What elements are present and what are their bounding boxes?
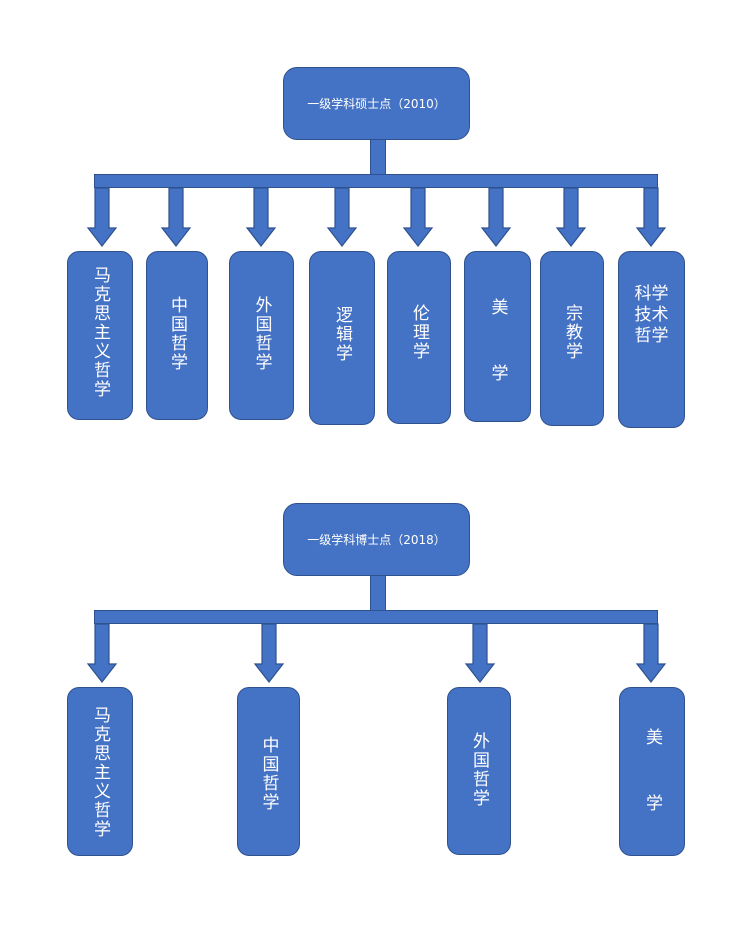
arrow-down-icon [253, 623, 285, 683]
arrow-down-icon [86, 187, 118, 247]
child-label: 宗教学 [562, 304, 582, 361]
child-label: 马克思主义哲学 [90, 266, 110, 399]
arrow-down-icon [402, 187, 434, 247]
child-node: 科学技术哲学 [618, 251, 685, 428]
child-node: 宗教学 [540, 251, 604, 426]
arrow-down-icon [635, 187, 667, 247]
arrow-down-icon [464, 623, 496, 683]
child-label: 外国哲学 [251, 296, 272, 372]
child-node: 外国哲学 [229, 251, 294, 420]
child-label: 马克思主义哲学 [90, 706, 110, 839]
child-label: 美 学 [487, 298, 508, 397]
child-node: 美 学 [464, 251, 531, 422]
root-node-masters: 一级学科硕士点（2010） [283, 67, 470, 140]
arrow-down-icon [86, 623, 118, 683]
arrow-down-icon [555, 187, 587, 247]
child-node: 马克思主义哲学 [67, 251, 133, 420]
child-label: 中国哲学 [258, 736, 279, 812]
child-label: 美 学 [642, 728, 662, 827]
child-label: 逻辑学 [332, 306, 352, 363]
child-label: 中国哲学 [167, 296, 187, 372]
child-node: 外国哲学 [447, 687, 511, 855]
connector-bar [94, 174, 658, 188]
child-label: 外国哲学 [469, 732, 489, 808]
connector-stem [370, 140, 386, 176]
arrow-down-icon [160, 187, 192, 247]
arrow-down-icon [245, 187, 277, 247]
child-node: 美 学 [619, 687, 685, 856]
child-node: 中国哲学 [146, 251, 208, 420]
child-node: 中国哲学 [237, 687, 300, 856]
connector-stem [370, 576, 386, 612]
child-node: 逻辑学 [309, 251, 375, 425]
arrow-down-icon [480, 187, 512, 247]
child-label: 伦理学 [409, 304, 429, 361]
child-node: 伦理学 [387, 251, 451, 424]
arrow-down-icon [326, 187, 358, 247]
root-label: 一级学科博士点（2018） [307, 533, 446, 547]
child-node: 马克思主义哲学 [67, 687, 133, 856]
arrow-down-icon [635, 623, 667, 683]
child-label: 科学技术哲学 [634, 284, 669, 346]
root-label: 一级学科硕士点（2010） [307, 97, 446, 111]
connector-bar [94, 610, 658, 624]
root-node-doctoral: 一级学科博士点（2018） [283, 503, 470, 576]
